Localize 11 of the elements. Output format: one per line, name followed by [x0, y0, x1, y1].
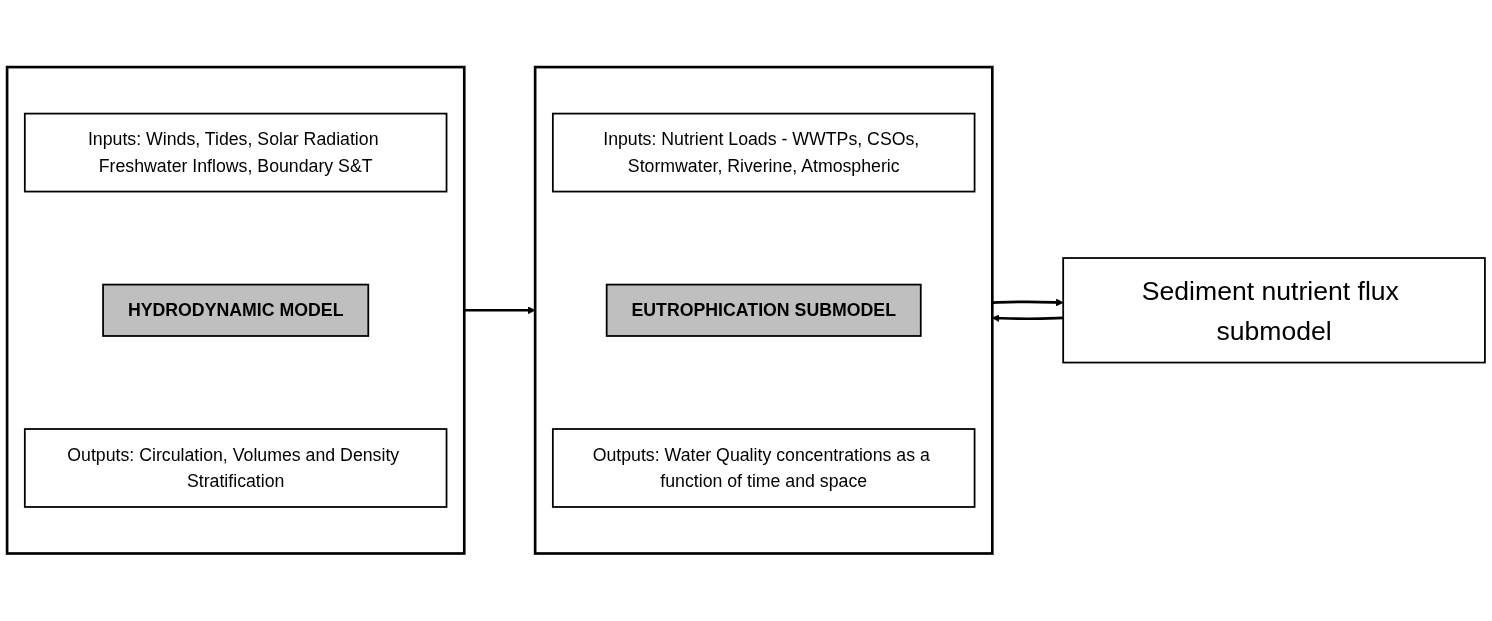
cluster: [533, 65, 994, 556]
cluster: [5, 65, 466, 556]
node-box: Inputs: Winds, Tides, Solar Radiation Freshwater Inflows, Boundary S&T: [23, 112, 448, 193]
node-box: Sediment nutrient flux submodel: [1062, 257, 1486, 364]
arrow: [464, 306, 536, 315]
arrow: [992, 298, 1064, 307]
node-box: Inputs: Nutrient Loads - WWTPs, CSOs, Stormwater, Riverine, Atmospheric: [551, 112, 976, 193]
node-box: EUTROPHICATION SUBMODEL: [605, 283, 922, 338]
node-box: Outputs: Circulation, Volumes and Density Stratification: [23, 428, 448, 509]
node-box: HYDRODYNAMIC MODEL: [102, 283, 370, 338]
node-box: Outputs: Water Quality concentrations as a function of time and space: [551, 428, 976, 509]
